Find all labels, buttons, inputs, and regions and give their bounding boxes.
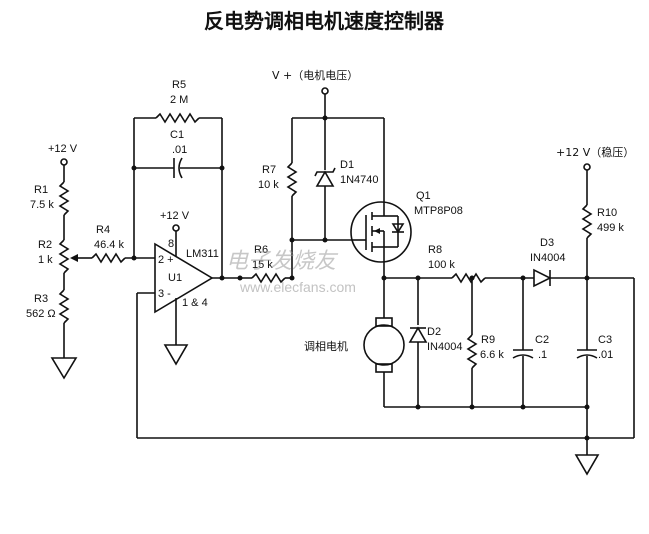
u1-part: LM311: [186, 248, 219, 260]
c2-value: .1: [538, 349, 547, 361]
r6-name: R6: [254, 244, 268, 256]
mosfet-q1: Q1 MTP8P08: [350, 190, 463, 263]
capacitor-c2: C2 .1: [512, 334, 549, 361]
r8-name: R8: [428, 244, 442, 256]
r1-value: 7.5 k: [30, 199, 54, 211]
capacitor-c1: C1 .01: [170, 129, 187, 179]
q1-value: MTP8P08: [414, 205, 463, 217]
capacitor-c3: C3 .01: [576, 334, 613, 361]
diode-d2: D2 IN4004: [408, 326, 462, 353]
d3-value: IN4004: [530, 252, 565, 264]
potentiometer-r2: R2 1 k: [38, 239, 78, 274]
c1-name: C1: [170, 129, 184, 141]
resistor-r9: R9 6.6 k: [466, 334, 504, 369]
d1-name: D1: [340, 159, 354, 171]
r8-value: 100 k: [428, 259, 455, 271]
r1-name: R1: [34, 184, 48, 196]
u1-pin-plus: 2 +: [158, 254, 174, 266]
r2-value: 1 k: [38, 254, 53, 266]
c1-value: .01: [172, 144, 187, 156]
d1-value: 1N4740: [340, 174, 379, 186]
ground-symbol-opamp: [163, 344, 189, 366]
r6-value: 15 k: [252, 259, 273, 271]
u1-pins-1-4: 1 & 4: [182, 297, 208, 309]
comparator-u1: 2 + 3 - U1 LM311 8 1 & 4: [154, 238, 219, 314]
d3-name: D3: [540, 237, 554, 249]
u1-name: U1: [168, 272, 182, 284]
resistor-r4: R4 46.4 k: [91, 224, 126, 264]
c3-value: .01: [598, 349, 613, 361]
page-title: 反电势调相电机速度控制器: [204, 9, 445, 33]
watermark: 电子发烧友 www.elecfans.com: [226, 249, 356, 295]
resistor-r10: R10 499 k: [581, 204, 624, 239]
motor-label: 调相电机: [304, 339, 348, 353]
r5-value: 2 M: [170, 94, 188, 106]
watermark-url: www.elecfans.com: [239, 279, 356, 295]
resistor-r3: R3 562 Ω: [26, 289, 70, 324]
supply-right-label: +12 V（稳压）: [556, 145, 634, 159]
watermark-logo: 电子发烧友: [226, 249, 339, 274]
r3-value: 562 Ω: [26, 308, 56, 320]
supply-left-label: +12 V: [48, 143, 78, 155]
supply-opamp-label: +12 V: [160, 210, 190, 222]
resistor-r7: R7 10 k: [258, 162, 298, 197]
c3-name: C3: [598, 334, 612, 346]
resistor-r5: R5 2 M: [155, 79, 200, 124]
r9-value: 6.6 k: [480, 349, 504, 361]
r10-value: 499 k: [597, 222, 624, 234]
u1-pin-minus: 3 -: [158, 288, 171, 300]
r4-value: 46.4 k: [94, 239, 124, 251]
r4-name: R4: [96, 224, 110, 236]
ground-symbol-left: [50, 357, 78, 380]
d2-name: D2: [427, 326, 441, 338]
motor: 调相电机: [304, 317, 405, 373]
resistor-r1: R1 7.5 k: [30, 181, 70, 216]
r9-name: R9: [481, 334, 495, 346]
ground-symbol-right: [574, 454, 600, 476]
supply-left: +12 V: [48, 143, 78, 166]
resistor-r8: R8 100 k: [428, 244, 486, 284]
r2-name: R2: [38, 239, 52, 251]
d2-value: IN4004: [427, 341, 462, 353]
c2-name: C2: [535, 334, 549, 346]
r3-name: R3: [34, 293, 48, 305]
r7-value: 10 k: [258, 179, 279, 191]
u1-pin-8: 8: [168, 238, 174, 250]
q1-name: Q1: [416, 190, 431, 202]
resistor-r6: R6 15 k: [251, 244, 286, 284]
r7-name: R7: [262, 164, 276, 176]
supply-vplus-label: V +（电机电压）: [272, 68, 358, 82]
r5-name: R5: [172, 79, 186, 91]
r10-name: R10: [597, 207, 617, 219]
